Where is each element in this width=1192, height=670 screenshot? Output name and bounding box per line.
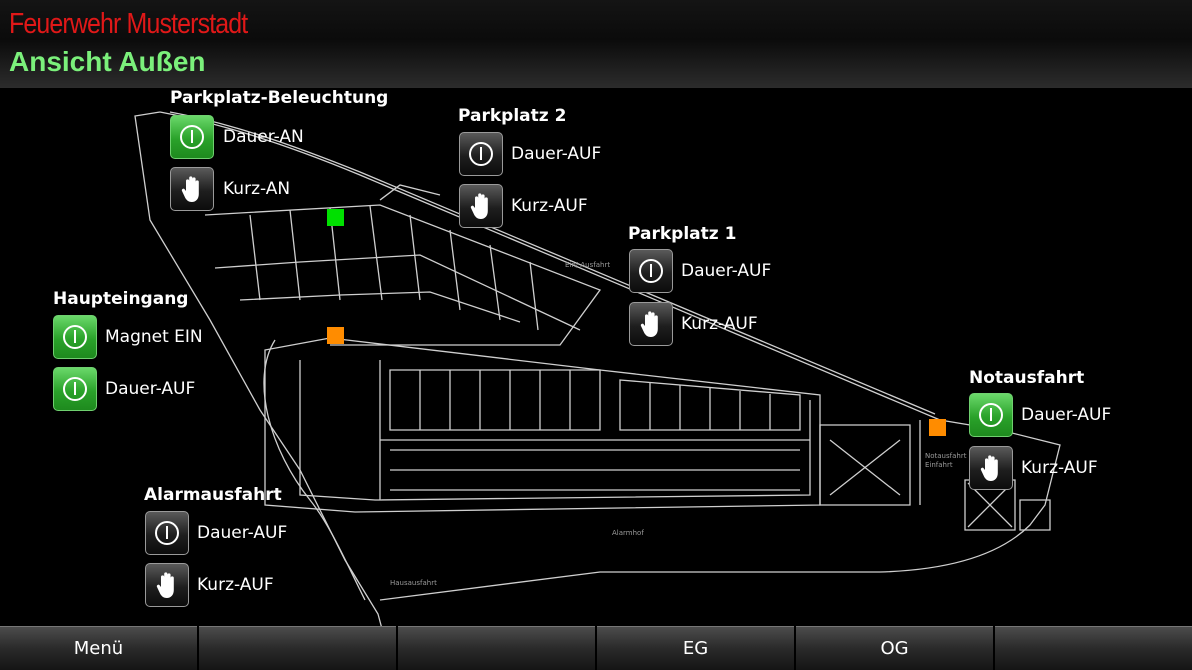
parkplatz-beleuchtung-kurz-an-button[interactable] [170, 167, 214, 211]
hand-icon [640, 311, 658, 337]
hand-icon [156, 572, 174, 598]
haupteingang-status-marker [327, 327, 344, 344]
hand-icon [980, 455, 998, 481]
notausfahrt-status-marker [929, 419, 946, 436]
tab-eg[interactable]: EG [597, 626, 794, 670]
parkplatz-1-button2-label: Kurz-AUF [681, 314, 758, 334]
notausfahrt-button1-label: Dauer-AUF [1021, 405, 1112, 425]
tab-empty-3[interactable] [995, 626, 1192, 670]
alarmausfahrt-dauer-auf-button[interactable] [145, 511, 189, 555]
plan-label-ausfahrt: Ein/ Ausfahrt [565, 261, 610, 269]
app-title: Feuerwehr Musterstadt [9, 8, 248, 40]
alarmausfahrt-button2-label: Kurz-AUF [197, 575, 274, 595]
parkplatz-1-kurz-auf-button[interactable] [629, 302, 673, 346]
alarmausfahrt-button1-label: Dauer-AUF [197, 523, 288, 543]
parkplatz-2-button1-label: Dauer-AUF [511, 144, 602, 164]
plan-label-alarmhof: Alarmhof [612, 529, 644, 537]
power-icon [469, 142, 493, 166]
plan-label-einfahrt: Einfahrt [925, 461, 953, 469]
parkplatz-2-dauer-auf-button[interactable] [459, 132, 503, 176]
power-icon [639, 259, 663, 283]
haupteingang-magnet-ein-button[interactable] [53, 315, 97, 359]
power-icon [63, 325, 87, 349]
footer-nav: Menü EG OG [0, 626, 1192, 670]
parkplatz-2-button2-label: Kurz-AUF [511, 196, 588, 216]
parkplatz-beleuchtung-button1-label: Dauer-AN [223, 127, 304, 147]
tab-menu[interactable]: Menü [0, 626, 197, 670]
power-icon [155, 521, 179, 545]
parkplatz-beleuchtung-dauer-an-button[interactable] [170, 115, 214, 159]
power-icon [180, 125, 204, 149]
group-title-notausfahrt: Notausfahrt [969, 368, 1085, 388]
parkplatz-1-button1-label: Dauer-AUF [681, 261, 772, 281]
parkplatz-status-marker [327, 209, 344, 226]
plan-label-notausfahrt: Notausfahrt [925, 452, 967, 460]
group-title-haupteingang: Haupteingang [53, 289, 189, 309]
haupteingang-dauer-auf-button[interactable] [53, 367, 97, 411]
header-bar: Feuerwehr Musterstadt Ansicht Außen [0, 0, 1192, 88]
view-title: Ansicht Außen [9, 46, 206, 77]
notausfahrt-kurz-auf-button[interactable] [969, 446, 1013, 490]
power-icon [979, 403, 1003, 427]
group-title-parkplatz-beleuchtung: Parkplatz-Beleuchtung [170, 88, 389, 108]
parkplatz-beleuchtung-button2-label: Kurz-AN [223, 179, 291, 199]
group-title-alarmausfahrt: Alarmausfahrt [144, 485, 282, 505]
notausfahrt-button2-label: Kurz-AUF [1021, 458, 1098, 478]
parkplatz-2-kurz-auf-button[interactable] [459, 184, 503, 228]
group-title-parkplatz-2: Parkplatz 2 [458, 106, 567, 126]
haupteingang-button1-label: Magnet EIN [105, 327, 203, 347]
tab-empty-2[interactable] [398, 626, 595, 670]
power-icon [63, 377, 87, 401]
parkplatz-1-dauer-auf-button[interactable] [629, 249, 673, 293]
plan-label-hausausfahrt: Hausausfahrt [390, 579, 437, 587]
site-plan: Ein/ Ausfahrt Notausfahrt Einfahrt Alarm… [134, 111, 1061, 626]
alarmausfahrt-kurz-auf-button[interactable] [145, 563, 189, 607]
group-title-parkplatz-1: Parkplatz 1 [628, 224, 737, 244]
tab-og[interactable]: OG [796, 626, 993, 670]
notausfahrt-dauer-auf-button[interactable] [969, 393, 1013, 437]
haupteingang-button2-label: Dauer-AUF [105, 379, 196, 399]
hand-icon [470, 193, 488, 219]
hand-icon [181, 176, 199, 202]
tab-empty-1[interactable] [199, 626, 396, 670]
